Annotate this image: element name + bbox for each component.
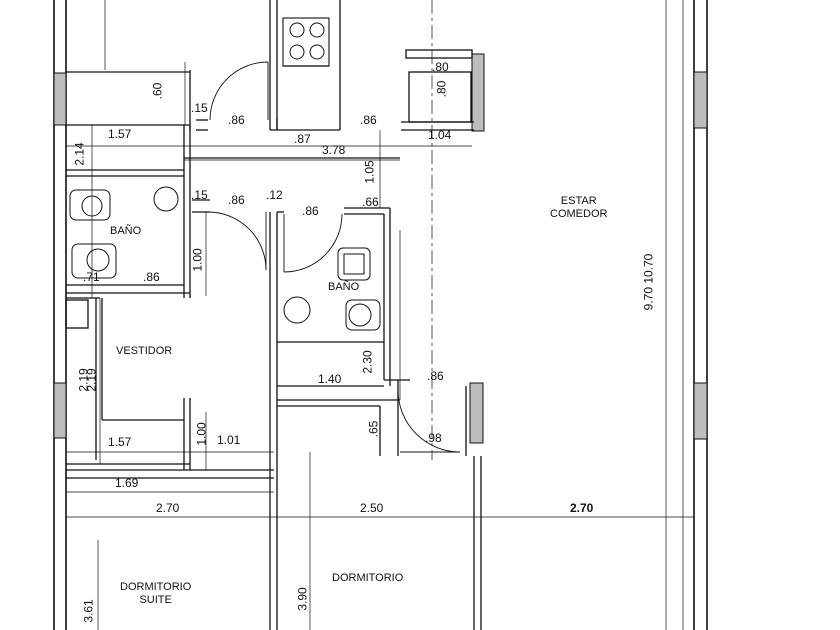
fixtures	[69, 22, 381, 331]
dim-label: .86	[427, 369, 444, 383]
dim-label: 9.70 10.70	[641, 253, 656, 311]
room-label-dormitorio: DORMITORIO	[332, 572, 404, 584]
dim-label: 1.57	[108, 435, 132, 449]
dim-label: .87	[294, 132, 311, 146]
dim-label: .71	[83, 270, 100, 284]
dim-label: .60	[150, 82, 165, 100]
dim-label: 3.90	[295, 587, 310, 611]
dim-label: .80	[434, 80, 449, 98]
interior-walls	[65, 0, 482, 630]
dim-label: .98	[425, 431, 442, 445]
window-hatches	[53, 53, 708, 444]
dim-label: 1.69	[115, 476, 139, 490]
room-label-estar-comedor: ESTAR COMEDOR	[550, 196, 607, 220]
room-label-vestidor: VESTIDOR	[116, 345, 173, 357]
dim-label: .12	[266, 188, 283, 202]
dim-label: .86	[143, 270, 160, 284]
dim-label: 3.78	[322, 143, 346, 157]
room-label-bano-left: BAÑO	[110, 225, 142, 237]
dimension-lines	[66, 0, 694, 630]
dim-label: .86	[302, 204, 319, 218]
dim-label: 1.00	[194, 422, 209, 446]
dim-label: 3.61	[81, 599, 96, 623]
dim-label: 1.00	[190, 248, 205, 272]
dim-label: 2.30	[360, 350, 375, 374]
room-label-dormitorio-suite-1: DORMITORIO	[120, 581, 192, 593]
dim-label: 2.50	[360, 501, 384, 515]
dim-label: 1.57	[108, 127, 132, 141]
dim-label: .65	[366, 420, 381, 438]
dim-label: 1.05	[362, 160, 377, 184]
door-swings	[207, 61, 461, 453]
dim-label: .80	[432, 60, 449, 74]
dim-label: .86	[228, 113, 245, 127]
dim-label: .15	[191, 188, 208, 202]
dim-label: 1.40	[318, 372, 342, 386]
room-label-dormitorio-suite: DORMITORIO SUITE	[120, 582, 191, 606]
room-label-estar: ESTAR	[560, 195, 597, 207]
room-label-comedor: COMEDOR	[550, 208, 608, 220]
room-label-dormitorio-suite-2: SUITE	[139, 594, 172, 606]
dim-label: 1.01	[217, 433, 241, 447]
dim-label: 1.04	[428, 128, 452, 142]
dim-label: 2.70	[156, 501, 180, 515]
dim-label: 2.70	[570, 501, 594, 515]
dim-label: .15	[191, 101, 208, 115]
dim-label: .86	[360, 113, 377, 127]
dim-label: .86	[228, 193, 245, 207]
dim-label: 2.14	[72, 142, 87, 166]
dim-label: 2.19	[84, 368, 99, 392]
dim-label: .66	[362, 195, 379, 209]
room-label-bano-right: BAÑO	[328, 281, 360, 293]
